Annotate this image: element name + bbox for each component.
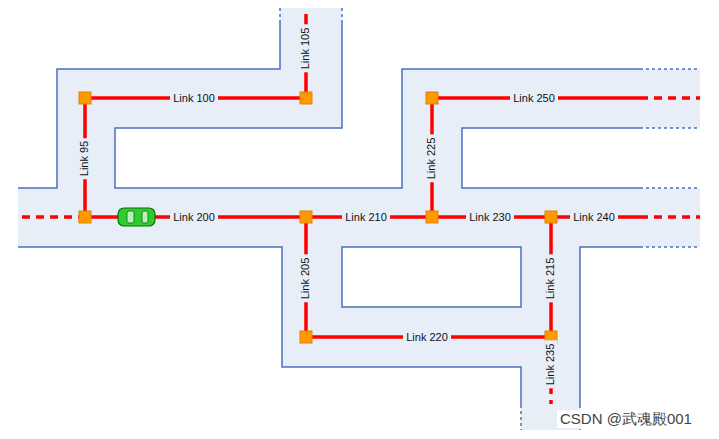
road-edges	[18, 20, 640, 405]
dotted-edge	[640, 246, 700, 248]
dotted-edge	[341, 8, 343, 20]
link-label: Link 205	[300, 254, 313, 302]
link-label: Link 240	[570, 211, 618, 224]
road-fill	[402, 127, 462, 189]
dotted-edge	[640, 127, 700, 129]
link-label: Link 220	[403, 331, 451, 344]
road-surface	[18, 8, 700, 430]
link-label: Link 210	[342, 211, 390, 224]
junctions	[79, 92, 557, 343]
junction-square	[79, 92, 91, 104]
road-edge	[18, 247, 521, 405]
link-label: Link 105	[300, 24, 313, 72]
link-label: Link 200	[170, 211, 218, 224]
road-edge	[580, 247, 640, 405]
road-edge	[115, 20, 640, 188]
road-edge	[18, 20, 280, 188]
dotted-edge	[520, 405, 522, 430]
link-label: Link 225	[426, 134, 439, 182]
dotted-edge	[640, 187, 700, 189]
dashed-link	[549, 386, 553, 404]
dashed-link	[640, 96, 700, 100]
road-fill	[18, 188, 700, 247]
link-label: Link 235	[545, 340, 558, 388]
junction-square	[426, 92, 438, 104]
junction-square	[300, 92, 312, 104]
dashed-link	[640, 215, 700, 219]
junction-square	[300, 331, 312, 343]
link-label: Link 230	[466, 211, 514, 224]
road-edge	[342, 247, 521, 307]
dotted-edge	[640, 68, 700, 70]
link-lines	[85, 14, 640, 386]
link-label: Link 250	[510, 92, 558, 105]
road-edge	[462, 128, 640, 188]
car-icon	[118, 208, 155, 226]
link-line	[306, 217, 551, 337]
link-label: Link 215	[545, 254, 558, 302]
road-fill	[280, 8, 342, 128]
junction-square	[426, 211, 438, 223]
road-edge-continuation	[280, 8, 700, 430]
junction-square	[545, 211, 557, 223]
link-label: Link 95	[78, 137, 91, 178]
junction-square	[300, 211, 312, 223]
watermark: CSDN @武魂殿001	[557, 410, 695, 428]
car-window	[127, 211, 134, 223]
road-fill	[402, 69, 700, 128]
dotted-edge	[279, 8, 281, 20]
car-window	[142, 211, 148, 223]
link-continuation	[22, 98, 700, 404]
junction-square	[79, 211, 91, 223]
link-label: Link 100	[170, 92, 218, 105]
car-body	[118, 208, 155, 226]
dashed-link	[22, 215, 85, 219]
